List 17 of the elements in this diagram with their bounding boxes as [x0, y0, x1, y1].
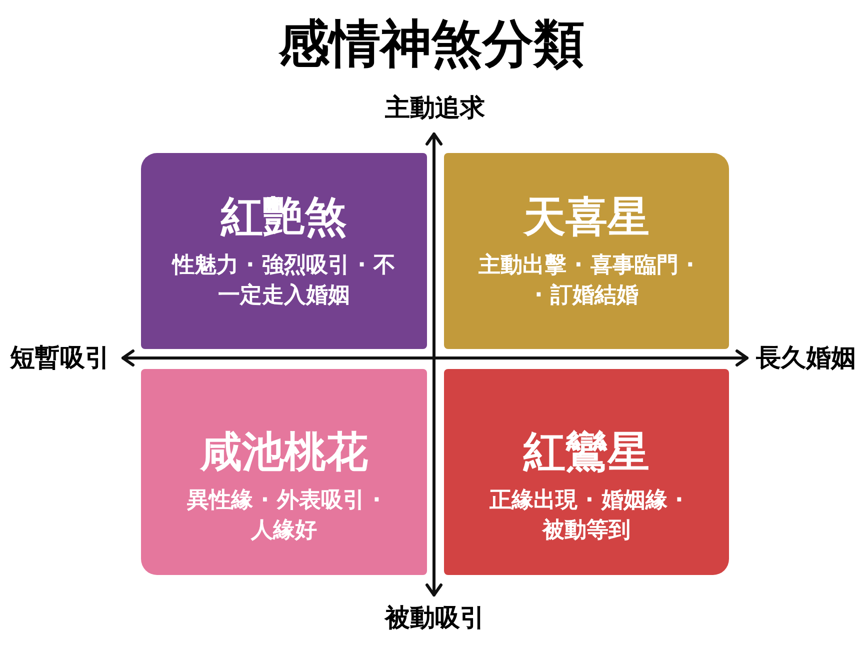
- axis-label: 短暫吸引: [10, 342, 111, 374]
- quadrant-box: [444, 153, 729, 349]
- quadrant-heading: 紅艷煞: [221, 192, 347, 242]
- quadrant-heading: 天喜星: [524, 192, 650, 242]
- axis-label: 長久婚姻: [756, 342, 857, 374]
- axis-label: 主動追求: [384, 92, 486, 124]
- quadrant-heading: 咸池桃花: [200, 426, 368, 476]
- quadrant-description: 主動出擊 · 喜事臨門 · · 訂婚結婚: [478, 252, 696, 310]
- quadrant-description: 正緣出現 · 婚姻緣 · 被動等到: [488, 486, 684, 544]
- quadrant-box: [444, 369, 729, 575]
- axis-label: 被動吸引: [383, 602, 486, 634]
- quadrant-description: 性魅力 · 強烈吸引 · 不一定走入婚姻: [170, 252, 397, 310]
- quadrant-description: 異性緣 · 外表吸引 · 人緣好: [186, 486, 382, 544]
- quadrant-box: [141, 369, 427, 575]
- quadrant-box: [141, 153, 427, 349]
- quadrant-heading: 紅鸞星: [524, 426, 650, 476]
- title: 感情神煞分類: [278, 14, 586, 76]
